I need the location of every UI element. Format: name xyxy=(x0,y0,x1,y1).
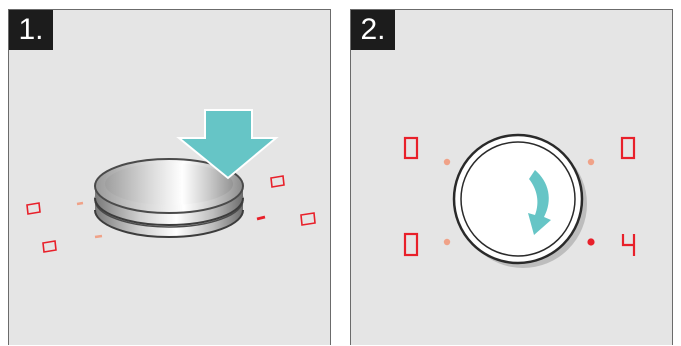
digit-bottom-left xyxy=(403,232,419,257)
indicator-dot-bottom-left xyxy=(443,238,451,246)
indicator-dot-top-left xyxy=(443,158,451,166)
digit-top-left xyxy=(403,136,419,160)
step-2-badge: 2. xyxy=(351,10,395,50)
step-1-illustration xyxy=(26,109,316,253)
segment-digits xyxy=(403,136,636,257)
push-down-arrow-icon xyxy=(176,109,279,180)
step-1-panel: 1. xyxy=(8,9,331,345)
perspective-display-digits xyxy=(26,175,316,253)
rotary-knob xyxy=(452,133,587,268)
digit-bottom-right xyxy=(621,234,636,256)
step-2-illustration xyxy=(403,133,636,268)
indicator-dot-bottom-right xyxy=(587,238,595,246)
digit-top-right xyxy=(620,136,636,160)
clockwise-rotation-arrow-icon xyxy=(528,170,551,235)
step-1-badge: 1. xyxy=(9,10,53,50)
indicator-dot-top-right xyxy=(587,158,595,166)
push-knob xyxy=(94,158,244,238)
step-2-panel: 2. xyxy=(350,9,673,345)
perspective-indicator-marks xyxy=(76,201,266,239)
